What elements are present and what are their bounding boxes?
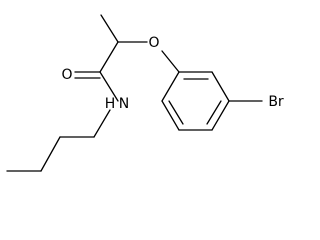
- ring-bond-1: [161, 71, 180, 102]
- bond-butyl-1: [93, 109, 111, 138]
- ring-double-left: [168, 100, 184, 125]
- oxygen-carbonyl-label: O: [61, 67, 72, 83]
- nitrogen-label: N: [119, 96, 129, 112]
- nitrogen-hydrogen-label: H: [105, 96, 116, 112]
- ring-bond-2: [161, 100, 180, 131]
- molecule-svg: O O N H Br: [6, 14, 284, 172]
- bond-oxygen-ring: [161, 50, 180, 73]
- bromine-label: Br: [268, 94, 284, 110]
- bond-carbonyl-nitrogen: [99, 71, 119, 102]
- ring-double-right: [206, 100, 222, 125]
- ring-bond-5: [211, 71, 230, 102]
- bond-methyl: [100, 14, 119, 43]
- ring-bond-4: [211, 100, 230, 131]
- bond-alpha-carbonyl: [99, 41, 119, 73]
- structure-diagram: O O N H Br: [6, 14, 284, 172]
- oxygen-ether-label: O: [148, 35, 159, 51]
- bond-butyl-3: [40, 136, 61, 172]
